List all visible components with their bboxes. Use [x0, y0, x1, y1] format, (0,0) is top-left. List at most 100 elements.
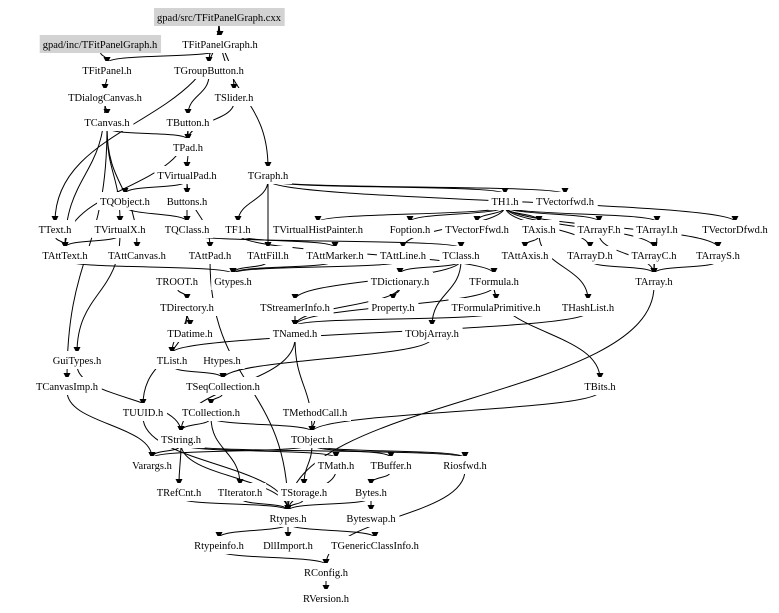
- node-tlist-h[interactable]: TList.h: [153, 351, 192, 369]
- node-tattaxis-h[interactable]: TAttAxis.h: [498, 246, 553, 264]
- node-tvectorfwd-h[interactable]: TVectorfwd.h: [532, 192, 598, 210]
- node-tfitpanelgraph-h[interactable]: TFitPanelGraph.h: [179, 35, 262, 53]
- node-bytes-h[interactable]: Bytes.h: [352, 483, 391, 501]
- node-gpad-src-tfitpanelgraph-cxx[interactable]: gpad/src/TFitPanelGraph.cxx: [154, 8, 285, 26]
- node-label: RConfig.h: [304, 568, 349, 579]
- node-rversion-h[interactable]: RVersion.h: [299, 589, 353, 607]
- node-trefcnt-h[interactable]: TRefCnt.h: [153, 483, 206, 501]
- node-tvectorffwd-h[interactable]: TVectorFfwd.h: [442, 220, 513, 238]
- node-tvectordfwd-h[interactable]: TVectorDfwd.h: [699, 220, 772, 238]
- node-label: TGroupButton.h: [174, 66, 244, 77]
- node-htypes-h[interactable]: Htypes.h: [200, 351, 245, 369]
- node-label: Buttons.h: [167, 197, 208, 208]
- node-tattpad-h[interactable]: TAttPad.h: [185, 246, 236, 264]
- node-box: [39, 246, 92, 264]
- node-tcollection-h[interactable]: TCollection.h: [178, 403, 244, 421]
- node-tformula-h[interactable]: TFormula.h: [466, 272, 523, 290]
- node-tcanvas-h[interactable]: TCanvas.h: [81, 113, 134, 131]
- node-foption-h[interactable]: Foption.h: [386, 220, 435, 238]
- node-tfitpanel-h[interactable]: TFitPanel.h: [79, 61, 136, 79]
- node-buttons-h[interactable]: Buttons.h: [163, 192, 212, 210]
- node-gtypes-h[interactable]: Gtypes.h: [211, 272, 256, 290]
- node-tuuid-h[interactable]: TUUID.h: [119, 403, 168, 421]
- node-tattmarker-h[interactable]: TAttMarker.h: [303, 246, 368, 264]
- node-tobject-h[interactable]: TObject.h: [287, 430, 337, 448]
- edge-tobjarray-to-tseqcollection: [219, 337, 433, 380]
- node-box: [269, 220, 367, 238]
- node-box: [32, 377, 102, 395]
- node-box: [163, 192, 212, 210]
- node-tseqcollection-h[interactable]: TSeqCollection.h: [183, 377, 264, 395]
- node-label: TFormulaPrimitive.h: [452, 303, 542, 314]
- node-box: [439, 246, 484, 264]
- node-tarrayc-h[interactable]: TArrayC.h: [628, 246, 681, 264]
- node-tgenericclassinfo-h[interactable]: TGenericClassInfo.h: [328, 536, 423, 554]
- node-label: TList.h: [157, 356, 188, 367]
- node-tgraph-h[interactable]: TGraph.h: [244, 166, 293, 184]
- node-label: TAttCanvas.h: [108, 251, 167, 262]
- node-box: [257, 298, 334, 316]
- node-box: [269, 324, 322, 342]
- node-tvirtualhistpainter-h[interactable]: TVirtualHistPainter.h: [269, 220, 367, 238]
- node-box: [581, 377, 620, 395]
- node-tbits-h[interactable]: TBits.h: [581, 377, 620, 395]
- node-tbuffer-h[interactable]: TBuffer.h: [367, 456, 416, 474]
- node-tobjarray-h[interactable]: TObjArray.h: [402, 324, 463, 342]
- node-property-h[interactable]: Property.h: [368, 298, 419, 316]
- node-tdirectory-h[interactable]: TDirectory.h: [157, 298, 218, 316]
- node-tarray-h[interactable]: TArray.h: [632, 272, 677, 290]
- node-tgroupbutton-h[interactable]: TGroupButton.h: [171, 61, 248, 79]
- node-tattline-h[interactable]: TAttLine.h: [376, 246, 430, 264]
- node-label: TAttPad.h: [189, 251, 232, 262]
- node-byteswap-h[interactable]: Byteswap.h: [343, 509, 400, 527]
- node-tclass-h[interactable]: TClass.h: [439, 246, 484, 264]
- node-rtypes-h[interactable]: Rtypes.h: [266, 509, 311, 527]
- node-tarrays-h[interactable]: TArrayS.h: [693, 246, 744, 264]
- node-tatttext-h[interactable]: TAttText.h: [39, 246, 92, 264]
- node-th1-h[interactable]: TH1.h: [488, 192, 523, 210]
- node-tpad-h[interactable]: TPad.h: [169, 138, 207, 156]
- node-ttext-h[interactable]: TText.h: [35, 220, 76, 238]
- node-tattfill-h[interactable]: TAttFill.h: [244, 246, 293, 264]
- node-tstring-h[interactable]: TString.h: [158, 430, 205, 448]
- node-guitypes-h[interactable]: GuiTypes.h: [49, 351, 106, 369]
- node-tnamed-h[interactable]: TNamed.h: [269, 324, 322, 342]
- node-tmethodcall-h[interactable]: TMethodCall.h: [279, 403, 351, 421]
- node-tqclass-h[interactable]: TQClass.h: [161, 220, 214, 238]
- node-tstorage-h[interactable]: TStorage.h: [277, 483, 331, 501]
- node-troot-h[interactable]: TROOT.h: [152, 272, 202, 290]
- node-label: TPad.h: [173, 143, 204, 154]
- node-thashlist-h[interactable]: THashList.h: [558, 298, 618, 316]
- node-tarrayd-h[interactable]: TArrayD.h: [564, 246, 617, 264]
- node-box: [628, 246, 681, 264]
- node-tqobject-h[interactable]: TQObject.h: [97, 192, 154, 210]
- node-rtypeinfo-h[interactable]: Rtypeinfo.h: [191, 536, 248, 554]
- node-riosfwd-h[interactable]: Riosfwd.h: [440, 456, 491, 474]
- node-tformulaprimitive-h[interactable]: TFormulaPrimitive.h: [448, 298, 545, 316]
- node-box: [79, 61, 136, 79]
- node-tf1-h[interactable]: TF1.h: [222, 220, 255, 238]
- node-tvirtualx-h[interactable]: TVirtualX.h: [91, 220, 150, 238]
- node-dllimport-h[interactable]: DllImport.h: [260, 536, 317, 554]
- node-tarrayf-h[interactable]: TArrayF.h: [574, 220, 625, 238]
- node-tdialogcanvas-h[interactable]: TDialogCanvas.h: [65, 88, 146, 106]
- node-tmath-h[interactable]: TMath.h: [314, 456, 358, 474]
- node-label: TGraph.h: [248, 171, 289, 182]
- node-tcanvasimp-h[interactable]: TCanvasImp.h: [32, 377, 102, 395]
- node-tdictionary-h[interactable]: TDictionary.h: [367, 272, 434, 290]
- node-tattcanvas-h[interactable]: TAttCanvas.h: [105, 246, 170, 264]
- node-rconfig-h[interactable]: RConfig.h: [300, 563, 352, 581]
- node-tvirtualpad-h[interactable]: TVirtualPad.h: [154, 166, 221, 184]
- node-gpad-inc-tfitpanelgraph-h[interactable]: gpad/inc/TFitPanelGraph.h: [39, 35, 162, 53]
- node-tslider-h[interactable]: TSlider.h: [211, 88, 258, 106]
- node-tbutton-h[interactable]: TButton.h: [163, 113, 214, 131]
- node-tdatime-h[interactable]: TDatime.h: [164, 324, 217, 342]
- node-tarrayi-h[interactable]: TArrayI.h: [633, 220, 682, 238]
- node-taxis-h[interactable]: TAxis.h: [519, 220, 560, 238]
- node-varargs-h[interactable]: Varargs.h: [129, 456, 176, 474]
- edge-tgroupbutton-to-tbutton: [184, 74, 210, 116]
- node-tstreamerinfo-h[interactable]: TStreamerInfo.h: [257, 298, 334, 316]
- edge-tvirtualpad-to-tattpad: [186, 179, 214, 249]
- node-label: TQClass.h: [165, 225, 210, 236]
- node-titerator-h[interactable]: TIterator.h: [214, 483, 267, 501]
